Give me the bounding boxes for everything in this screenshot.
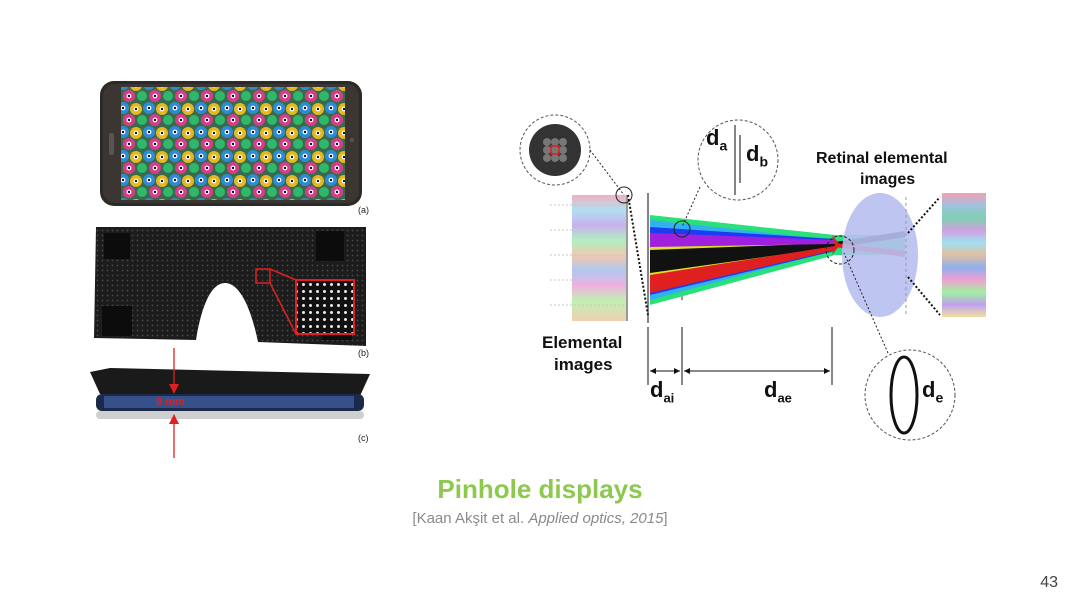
- connector-right-top: [907, 196, 941, 234]
- label-d-b: db: [746, 141, 769, 170]
- lens-focus-mark: [832, 235, 840, 255]
- connector-left: [627, 194, 649, 316]
- label-d-ae: dae: [764, 377, 792, 406]
- label-d-e: de: [922, 377, 944, 406]
- connector-right-bottom: [907, 276, 941, 316]
- left-figure: (a) (b) (c) 9 mm: [90, 78, 380, 463]
- retinal-images-stack: [905, 193, 986, 317]
- zoom-circle-pinholes: [519, 114, 633, 204]
- citation-journal: Applied optics, 2015: [528, 510, 664, 527]
- panel-label-a: (a): [358, 205, 369, 215]
- thickness-annotation: 9 mm: [156, 396, 185, 408]
- zoom-circle-aperture: [673, 119, 779, 238]
- slide-title: Pinhole displays: [437, 474, 643, 504]
- phone-image: [100, 81, 362, 206]
- dimension-arrows: [647, 327, 833, 385]
- optics-diagram: [519, 114, 986, 441]
- citation-prefix: [Kaan Akşit et al.: [412, 510, 529, 527]
- elemental-images-stack: [550, 195, 628, 321]
- right-figure: Retinal elemental images Elemental image…: [510, 105, 1000, 445]
- zoom-circle-lens: [825, 235, 956, 441]
- panel-label-c: (c): [358, 433, 369, 443]
- side-view-image: [90, 348, 370, 458]
- retinal-label-line2: images: [860, 171, 916, 188]
- elemental-label-line1: Elemental: [542, 333, 623, 352]
- label-d-a: da: [706, 125, 728, 154]
- pinhole-mask-image: [94, 227, 366, 346]
- eye-lens: [842, 193, 918, 317]
- left-figure-graphic: [90, 81, 370, 458]
- page-number: 43: [1040, 574, 1058, 591]
- retinal-label-line1: Retinal elemental: [816, 150, 948, 167]
- label-d-ai: dai: [650, 377, 675, 406]
- elemental-label-line2: images: [554, 355, 613, 374]
- citation-suffix: ]: [663, 510, 668, 527]
- ray-bundle: [650, 215, 905, 305]
- panel-label-b: (b): [358, 348, 369, 358]
- citation: [Kaan Akşit et al. Applied optics, 2015]: [0, 510, 1080, 527]
